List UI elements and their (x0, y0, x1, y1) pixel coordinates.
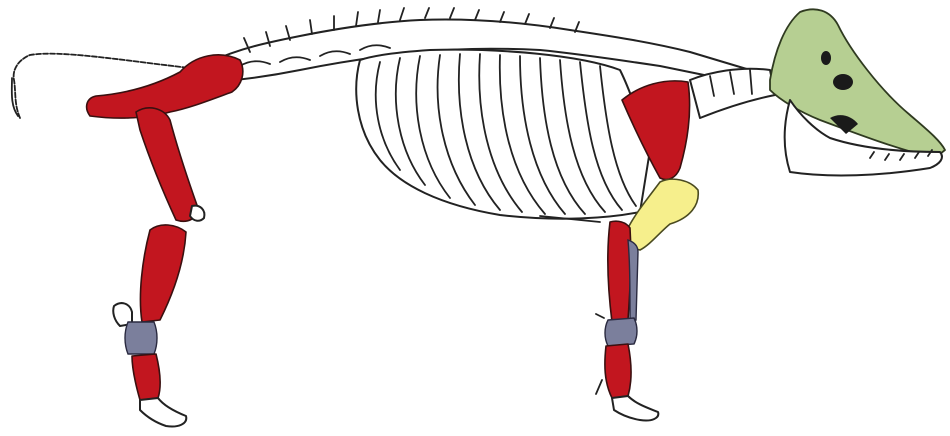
orbit (833, 74, 853, 90)
cervical-vertebrae (690, 69, 775, 118)
front-leg (596, 221, 658, 420)
hind-leg (113, 108, 204, 427)
rib-cage (356, 50, 650, 222)
